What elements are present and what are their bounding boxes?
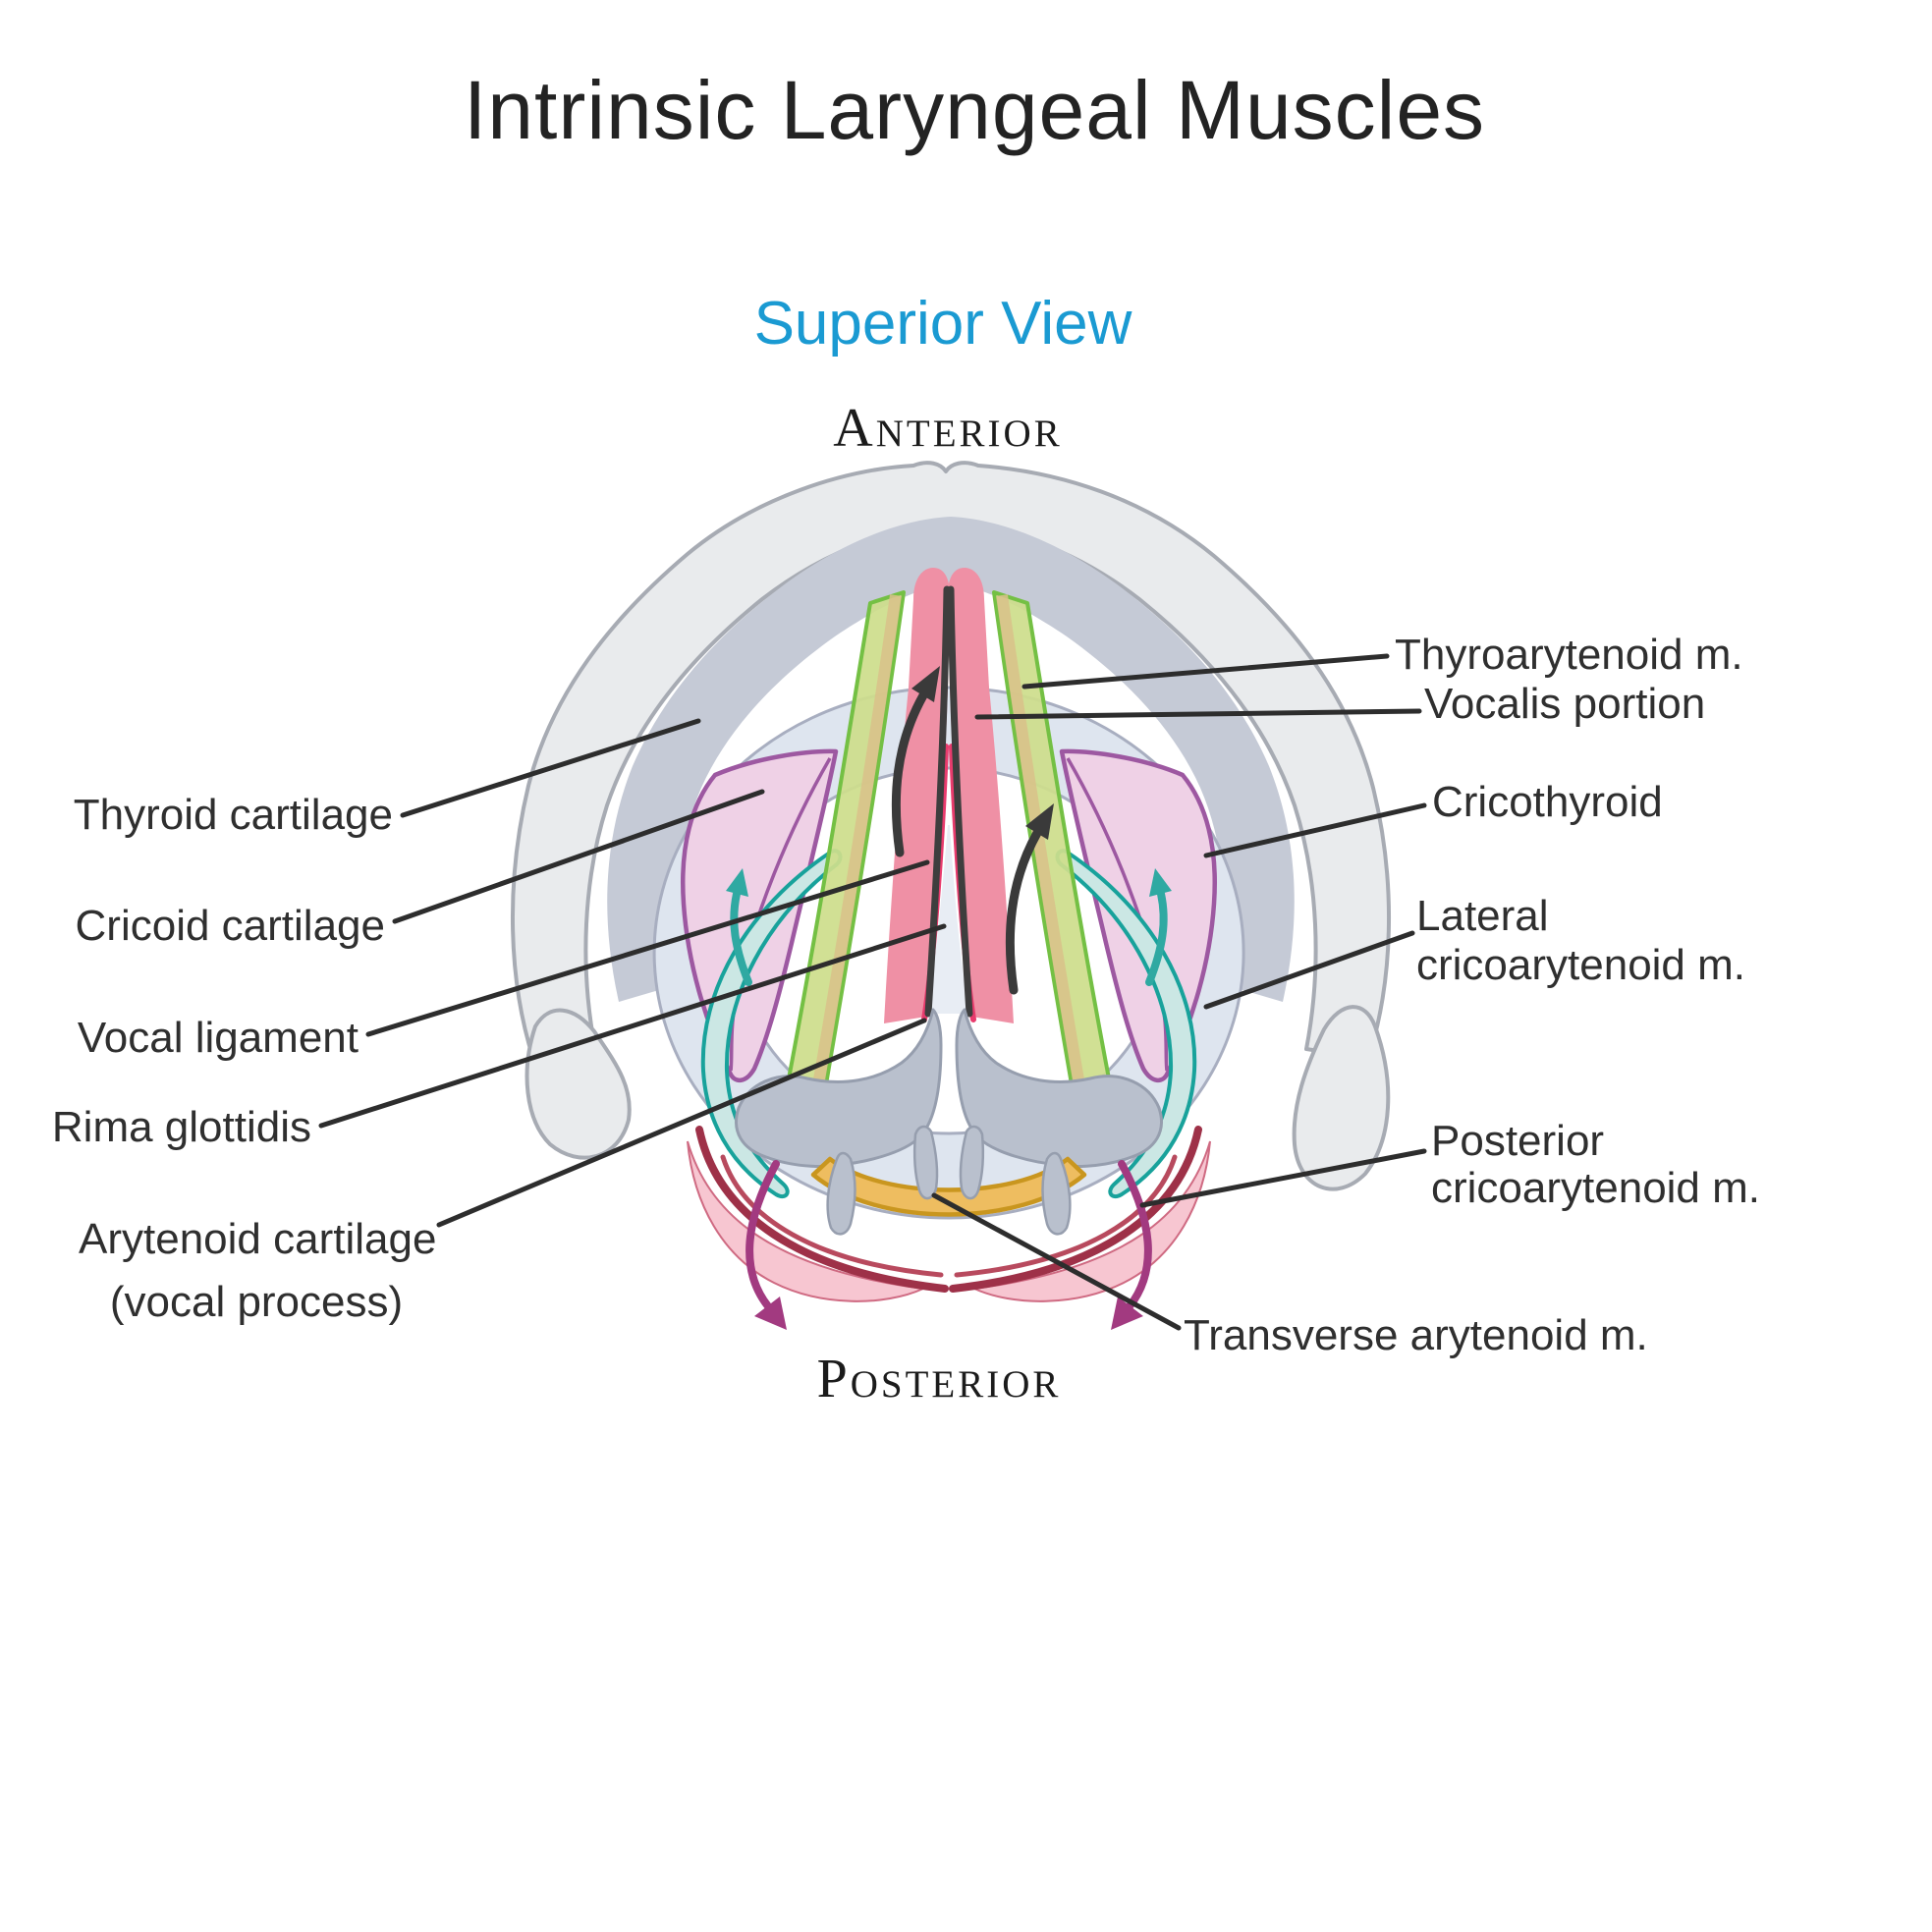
leader-transverse [931, 1192, 1182, 1331]
arytenoid-prongs [826, 1125, 1072, 1236]
magenta-action-arrow-right [1111, 1160, 1152, 1330]
leader-cricothyroid [1203, 802, 1427, 858]
label-arytenoid-cartilage: Arytenoid cartilage(vocal process) [79, 1215, 437, 1326]
thyroid-inferior-horn-right [1292, 1005, 1391, 1191]
orientation-posterior: Posterior [816, 1349, 1062, 1409]
leader-lines [318, 653, 1427, 1331]
muscle-action-arrow-right [1005, 803, 1054, 995]
thyroid-cartilage-shape [510, 461, 1392, 1061]
lateral-cricoarytenoid-right [1055, 849, 1197, 1199]
orientation-anterior: Anterior [833, 398, 1063, 459]
leader-lateral-crico [1203, 930, 1415, 1010]
label-thyroarytenoid: Thyroarytenoid m. [1395, 631, 1743, 679]
page-title: Intrinsic Laryngeal Muscles [463, 64, 1486, 156]
leader-vocalis-portion [974, 708, 1422, 720]
leader-thyroid-cartilage [400, 718, 701, 818]
label-cricoid-cartilage: Cricoid cartilage [75, 902, 385, 950]
label-vocalis-portion: Vocalis portion [1424, 680, 1706, 728]
label-rima-glottidis: Rima glottidis [51, 1103, 311, 1151]
label-cricothyroid: Cricothyroid [1432, 778, 1663, 826]
teal-action-arrow-right [1145, 868, 1172, 986]
view-subtitle: Superior View [753, 290, 1132, 358]
leader-rima-glottidis [318, 923, 947, 1129]
leader-posterior-crico [1139, 1148, 1427, 1208]
muscle-action-arrow-left [891, 666, 940, 857]
transverse-arytenoid-muscle [810, 1156, 1087, 1217]
arytenoid-cartilage-right [955, 1008, 1163, 1168]
rima-glottidis-gap [928, 825, 969, 1014]
leader-thyroarytenoid [1021, 653, 1390, 690]
leader-vocal-ligament [365, 859, 930, 1037]
thyroid-cartilage-inner-band [607, 517, 1295, 1002]
leader-arytenoid-cartilage [436, 1018, 927, 1228]
label-thyroid-cartilage: Thyroid cartilage [73, 791, 393, 839]
magenta-action-arrow-left [745, 1160, 787, 1330]
arytenoid-cartilage-left [735, 1008, 943, 1168]
leader-cricoid-cartilage [392, 789, 765, 924]
label-vocal-ligament: Vocal ligament [77, 1014, 359, 1062]
vocal-ligament-right-line [947, 585, 973, 1018]
thyroid-inferior-horn-left [524, 1008, 632, 1160]
teal-action-arrow-left [726, 868, 752, 986]
label-transverse-arytenoid: Transverse arytenoid m. [1184, 1311, 1648, 1359]
vocal-ligament-left-line [924, 585, 951, 1018]
